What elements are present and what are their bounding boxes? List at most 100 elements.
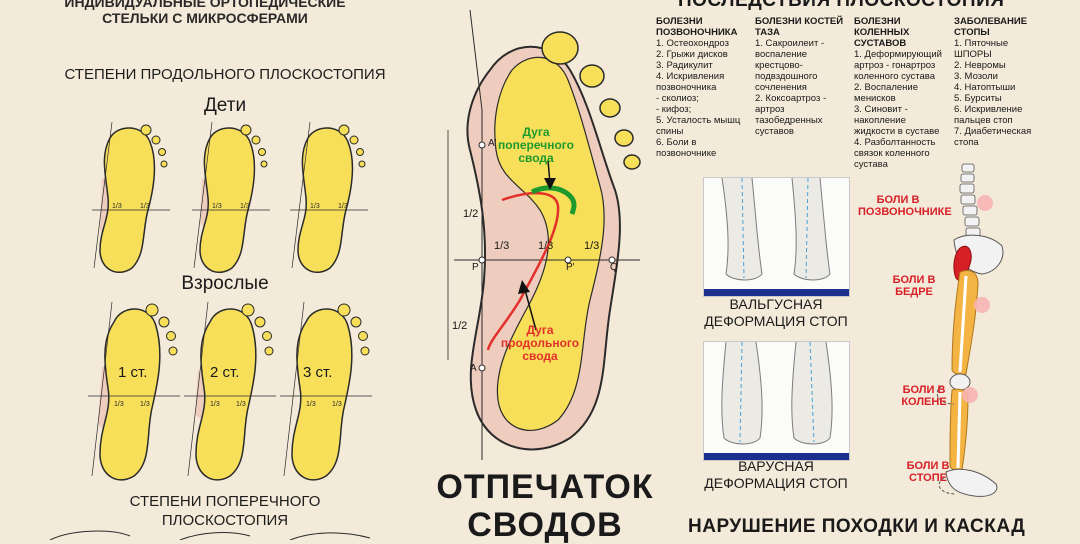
toe [599, 98, 621, 118]
arch-footprint-diagram [447, 10, 641, 460]
adult-foot-3 [279, 301, 373, 481]
arrow-head [544, 178, 556, 190]
point-p-prime [564, 256, 572, 264]
longitudinal-arch-curve [486, 191, 560, 351]
pain-hip-line1: БОЛИ В [892, 274, 936, 286]
point-a-prime [478, 141, 486, 149]
pain-foot-line2: СТОПЕ [909, 472, 947, 484]
children-label: Дети [203, 95, 247, 116]
transverse-title-line1: СТЕПЕНИ ПОПЕРЕЧНОГО [129, 493, 321, 510]
child-foot-1 [91, 121, 171, 274]
column-foot: ЗАБОЛЕВАНИЕ СТОПЫ 1. Пяточные ШПОРЫ 2. Н… [954, 16, 1054, 148]
longitudinal-arch-label: Дуга продольного свода [494, 324, 586, 363]
fraction-label: 1/3 [240, 203, 250, 210]
transverse-arch-curve [530, 185, 577, 215]
column-spine-body: 1. Остеохондроз 2. Грыжи дисков 3. Радик… [656, 38, 741, 159]
pain-spine-label: БОЛИ В ПОЗВОНОЧНИКЕ [858, 194, 952, 218]
half-lower-label: 1/2 [452, 320, 468, 332]
pain-knee-label: БОЛИ В КОЛЕНЕ [894, 384, 954, 408]
degree-1-label: 1 ст. [118, 364, 148, 381]
pain-spine-line1: БОЛИ В [876, 194, 920, 206]
fraction-label: 1/3 [236, 401, 246, 408]
point-a-prime-label: A' [488, 138, 497, 149]
femur [958, 275, 968, 373]
toe [614, 129, 634, 147]
toe [541, 31, 579, 65]
longitudinal-arch-line3: свода [522, 349, 558, 363]
fraction-label: 1/3 [338, 203, 348, 210]
arch-print-title: ОТПЕЧАТОК СВОДОВ [430, 468, 660, 544]
fraction-label: 1/3 [114, 401, 124, 408]
third-label-3: 1/3 [584, 240, 600, 252]
thigh [951, 270, 979, 376]
fraction-label: 1/3 [112, 203, 122, 210]
column-foot-body: 1. Пяточные ШПОРЫ 2. Невромы 3. Мозоли 4… [954, 38, 1032, 148]
pain-burst-hip [974, 297, 990, 313]
longitudinal-flatfoot-title: СТЕПЕНИ ПРОДОЛЬНОГО ПЛОСКОСТОПИЯ [64, 66, 386, 83]
xray-floor-bar [704, 453, 849, 460]
rotation-arrow [936, 385, 955, 405]
point-q [608, 256, 616, 264]
degree-3-label: 3 ст. [303, 364, 333, 381]
point-a [478, 364, 486, 372]
valgus-label-line1: ВАЛЬГУСНАЯ [729, 296, 823, 312]
varus-legs-drawing [721, 341, 833, 445]
varus-label-line1: ВАРУСНАЯ [738, 458, 814, 474]
pain-foot-label: БОЛИ В СТОПЕ [898, 460, 958, 484]
arrow-head [518, 280, 530, 294]
valgus-legs-drawing [721, 177, 831, 281]
transverse-arch-line1: Дуга [522, 125, 550, 139]
children-footprints: 1/3 1/3 1/3 1/3 1/3 1/3 [91, 121, 369, 274]
adults-label: Взрослые [181, 273, 269, 294]
tibia [956, 391, 962, 469]
transverse-flatfoot-title: СТЕПЕНИ ПОПЕРЕЧНОГО ПЛОСКОСТОПИЯ [100, 492, 350, 530]
valgus-label: ВАЛЬГУСНАЯ ДЕФОРМАЦИЯ СТОП [696, 296, 856, 330]
column-pelvis: БОЛЕЗНИ КОСТЕЙ ТАЗА 1. Сакроилеит - восп… [755, 16, 851, 137]
longitudinal-arch-line2: продольного [500, 336, 580, 350]
fraction-label: 1/3 [306, 401, 316, 408]
arch-print-title-line2: СВОДОВ [467, 506, 623, 544]
toe [623, 154, 641, 170]
column-spine-head: БОЛЕЗНИ ПОЗВОНОЧНИКА [656, 16, 738, 38]
point-a-label: A [470, 363, 477, 374]
axis-line [469, 10, 483, 111]
third-label-2: 1/3 [538, 240, 554, 252]
varus-xray-image [703, 341, 850, 461]
pain-knee-line2: КОЛЕНЕ [901, 396, 947, 408]
column-knees-head: БОЛЕЗНИ КОЛЕННЫХ СУСТАВОВ [854, 16, 910, 49]
insoles-header: ИНДИВИДУАЛЬНЫЕ ОРТОПЕДИЧЕСКИЕ СТЕЛЬКИ С … [40, 0, 370, 26]
toe [579, 64, 605, 88]
column-pelvis-body: 1. Сакроилеит - воспаление крестцово- по… [755, 38, 827, 137]
column-pelvis-head: БОЛЕЗНИ КОСТЕЙ ТАЗА [755, 16, 844, 38]
xray-floor-bar [704, 289, 849, 296]
third-label-1: 1/3 [494, 240, 510, 252]
pain-burst-spine [977, 195, 993, 211]
varus-label-line2: ДЕФОРМАЦИЯ СТОП [704, 475, 848, 491]
adult-footprints: 1/3 1/3 1/3 1/3 1/3 1/3 [87, 301, 373, 481]
arrow-line [523, 285, 537, 331]
transverse-foot-outlines [49, 530, 371, 540]
valgus-xray-image [703, 177, 850, 297]
pain-hip-line2: БЕДРЕ [895, 286, 933, 298]
adult-foot-1 [87, 301, 181, 481]
fraction-label: 1/3 [210, 401, 220, 408]
column-knees: БОЛЕЗНИ КОЛЕННЫХ СУСТАВОВ 1. Деформирующ… [854, 16, 954, 170]
degree-2-label: 2 ст. [210, 364, 240, 381]
point-q-label: Q [610, 262, 618, 273]
transverse-title-line2: ПЛОСКОСТОПИЯ [161, 512, 289, 529]
child-foot-2 [191, 121, 271, 274]
valgus-label-line2: ДЕФОРМАЦИЯ СТОП [704, 313, 848, 329]
column-spine: БОЛЕЗНИ ПОЗВОНОЧНИКА 1. Остеохондроз 2. … [656, 16, 752, 159]
child-foot-3 [289, 121, 369, 274]
gait-cascade-title: НАРУШЕНИЕ ПОХОДКИ И КАСКАД [688, 516, 1026, 537]
pain-hip-label: БОЛИ В БЕДРЕ [884, 274, 944, 298]
column-foot-head: ЗАБОЛЕВАНИЕ СТОПЫ [954, 16, 1028, 38]
fraction-label: 1/3 [310, 203, 320, 210]
transverse-arch-label: Дуга поперечного свода [496, 126, 576, 165]
point-p-prime-label: P' [566, 262, 575, 273]
transverse-arch-line3: свода [518, 151, 554, 165]
pain-spine-line2: ПОЗВОНОЧНИКЕ [858, 206, 952, 218]
fraction-label: 1/3 [212, 203, 222, 210]
point-p [478, 256, 486, 264]
skeleton-figure [936, 163, 1004, 497]
